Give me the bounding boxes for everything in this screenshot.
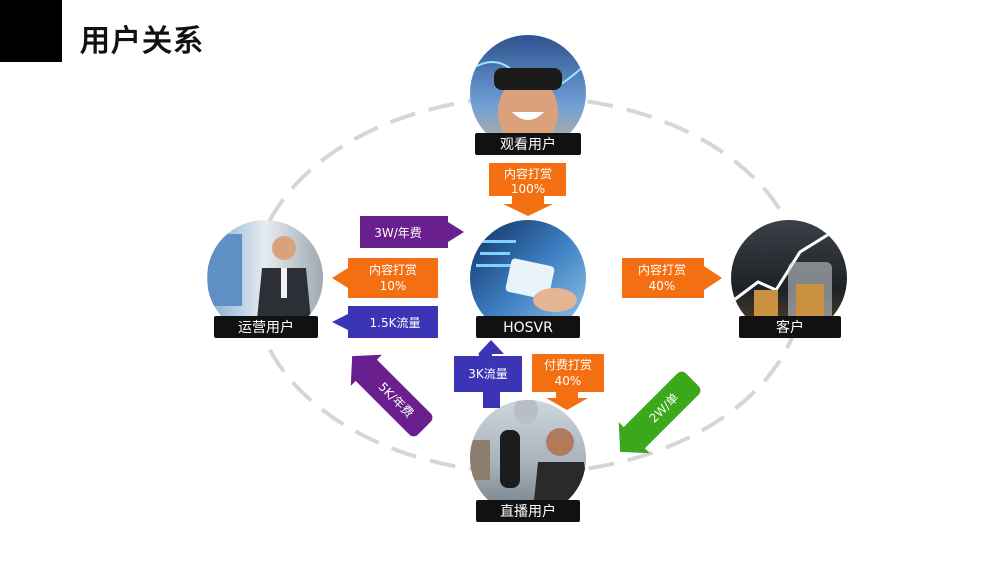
hosvr-label: HOSVR (503, 320, 553, 336)
client-node: 客户 (731, 220, 847, 338)
arrow-annual-fee-3w-label: 3W/年费 (374, 226, 422, 240)
viewer-node: 观看用户 (470, 35, 586, 155)
vr-camera-icon (500, 430, 520, 488)
smartphone-icon (505, 258, 555, 300)
arrow-operator-tip: 内容打赏 10% (332, 258, 438, 298)
hosvr-node: HOSVR (470, 220, 586, 338)
arrow-paid-tip-label-1: 付费打赏 (544, 358, 592, 372)
building-dome-icon (514, 400, 538, 424)
arrow-traffic-3k: 3K流量 (454, 340, 522, 408)
arrow-annual-fee-3w: 3W/年费 (360, 216, 464, 248)
arrow-annual-fee-5k: 5K/年费 (350, 354, 433, 437)
arrow-traffic-15k: 1.5K流量 (332, 306, 438, 338)
operator-label: 运营用户 (238, 319, 294, 336)
viewer-label: 观看用户 (500, 136, 556, 153)
vr-headset-icon (494, 68, 562, 90)
arrow-traffic-15k-label: 1.5K流量 (370, 316, 421, 330)
arrow-paid-tip-label-2: 40% (555, 374, 582, 388)
arrow-traffic-3k-label: 3K流量 (468, 367, 508, 381)
operator-node: 运营用户 (207, 220, 323, 338)
arrow-operator-tip-label-2: 10% (380, 279, 407, 293)
arrow-per-order-2w: 2W/单 (618, 371, 701, 454)
arrow-operator-tip-label-1: 内容打赏 (369, 262, 417, 277)
arrow-viewer-tip: 内容打赏 100% (489, 163, 566, 216)
page-title: 用户关系 (80, 24, 204, 59)
arrow-client-tip-label-1: 内容打赏 (638, 262, 686, 277)
client-label: 客户 (776, 319, 804, 336)
arrow-paid-tip: 付费打赏 40% (532, 354, 604, 410)
coin-stack-icon (754, 290, 778, 320)
arrow-client-tip-label-2: 40% (649, 279, 676, 293)
streamer-node: 直播用户 (470, 400, 586, 522)
presentation-screen-icon (208, 234, 242, 306)
arrow-client-tip: 内容打赏 40% (622, 258, 722, 298)
title-corner-block (0, 0, 62, 62)
arrow-viewer-tip-label-1: 内容打赏 (504, 166, 552, 181)
streamer-label: 直播用户 (500, 503, 556, 520)
arrow-viewer-tip-label-2: 100% (511, 182, 545, 196)
